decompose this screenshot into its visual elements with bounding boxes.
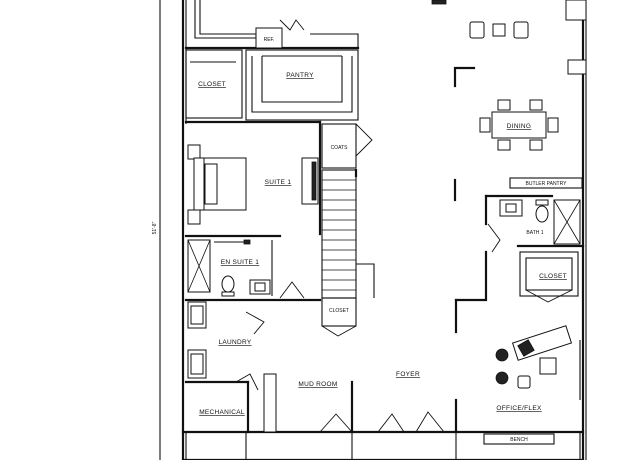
foyer: FOYER — [377, 371, 445, 433]
coats-label: COATS — [331, 145, 349, 151]
butler-pantry: BUTLER PANTRY — [509, 177, 583, 189]
dining-label: DINING — [507, 123, 532, 130]
mud-room: MUD ROOM — [263, 373, 354, 434]
closet-stair-label: CLOSET — [329, 308, 349, 314]
office-label: OFFICE/FLEX — [496, 405, 542, 412]
closet-upper: CLOSET — [184, 49, 322, 124]
foyer-label: FOYER — [396, 371, 420, 378]
closet-right-label: CLOSET — [539, 273, 567, 280]
bench-label: BENCH — [510, 437, 528, 443]
suite-label: SUITE 1 — [265, 179, 292, 186]
overall-dimension-label: 51'-8" — [152, 221, 158, 234]
exterior-walls — [181, 0, 587, 460]
mechanical: MECHANICAL — [199, 380, 250, 434]
pantry: PANTRY — [245, 49, 359, 121]
ref-label: REF. — [264, 37, 275, 43]
bath-label: BATH 1 — [526, 230, 543, 236]
refrigerator: REF. — [255, 27, 283, 49]
bath-1: BATH 1 — [484, 194, 585, 253]
hall-walls — [454, 250, 488, 434]
en-suite-label: EN SUITE 1 — [221, 259, 259, 266]
staircase — [321, 168, 375, 299]
mud-room-label: MUD ROOM — [298, 381, 337, 388]
coats-closet: COATS — [321, 123, 373, 169]
closet-upper-label: CLOSET — [198, 81, 226, 88]
office-flex: OFFICE/FLEX BENCH — [483, 325, 581, 445]
dining-area: DINING — [431, 0, 559, 202]
en-suite-1: EN SUITE 1 — [184, 234, 322, 302]
closet-right: CLOSET — [519, 251, 579, 303]
mechanical-label: MECHANICAL — [199, 409, 245, 416]
laundry: LAUNDRY — [184, 301, 265, 391]
suite-1: SUITE 1 — [187, 120, 322, 236]
butler-pantry-label: BUTLER PANTRY — [526, 181, 568, 187]
closet-stair: CLOSET — [321, 297, 357, 337]
laundry-label: LAUNDRY — [218, 339, 251, 346]
dimension-line: 51'-8" — [152, 0, 161, 460]
pantry-label: PANTRY — [286, 72, 314, 79]
